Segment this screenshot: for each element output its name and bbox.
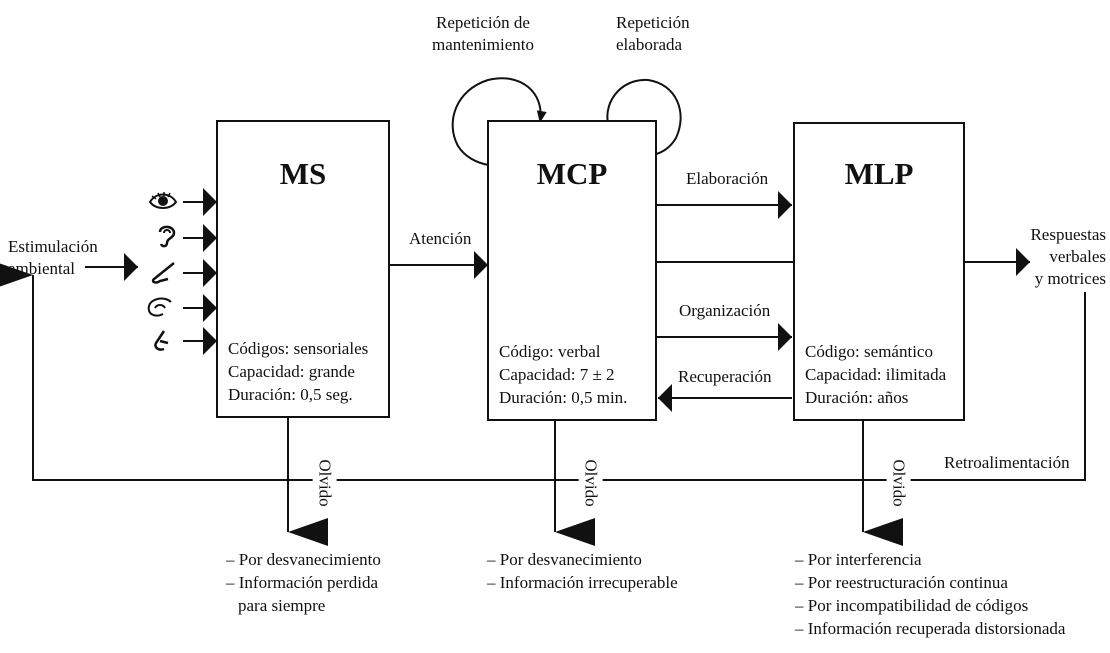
maintenance-label-line2: mantenimiento (432, 35, 534, 54)
feedback-loop (0, 261, 1086, 481)
input-label-line1: Estimulación (8, 237, 98, 256)
list-item: – Información irrecuperable (487, 573, 678, 592)
elaborated-label-line2: elaborada (616, 35, 683, 54)
forgetting-label-ms: Olvido (312, 459, 337, 507)
elaboration-label: Elaboración (686, 169, 769, 188)
ms-duration: Duración: 0,5 seg. (228, 385, 353, 404)
forgetting-list-ms: – Por desvanecimiento – Información perd… (226, 548, 381, 617)
list-item: para siempre (238, 596, 326, 615)
ms-title: MS (279, 156, 327, 191)
eye-icon (148, 192, 178, 209)
list-item: – Información recuperada distorsionada (795, 619, 1066, 638)
output-label: Respuestas verbales y motrices (1000, 224, 1106, 290)
forgetting-list-mcp: – Por desvanecimiento – Información irre… (487, 548, 678, 594)
maintenance-rehearsal-label: Repetición de mantenimiento (418, 12, 548, 56)
ms-info: Códigos: sensoriales Capacidad: grande D… (228, 337, 368, 406)
ear-icon (158, 225, 176, 248)
mcp-duration: Duración: 0,5 min. (499, 388, 628, 407)
output-label-line3: y motrices (1034, 269, 1106, 288)
list-item: – Por desvanecimiento (487, 550, 642, 569)
list-item: – Por interferencia (795, 550, 922, 569)
list-item: – Por desvanecimiento (226, 550, 381, 569)
tongue-icon (154, 330, 169, 351)
mlp-duration: Duración: años (805, 388, 909, 407)
mlp-capacity: Capacidad: ilimitada (805, 365, 947, 384)
organization-label: Organización (679, 301, 771, 320)
output-label-line2: verbales (1049, 247, 1106, 266)
mcp-capacity: Capacidad: 7 ± 2 (499, 365, 615, 384)
hand-icon (147, 297, 172, 317)
list-item: – Información perdida (226, 573, 378, 592)
forgetting-list-mlp: – Por interferencia – Por reestructuraci… (795, 548, 1065, 640)
elaborated-label-line1: Repetición (616, 13, 690, 32)
mcp-box: MCP Código: verbal Capacidad: 7 ± 2 Dura… (487, 120, 657, 421)
nose-icon (151, 262, 175, 284)
attention-label: Atención (409, 229, 472, 248)
maintenance-label-line1: Repetición de (436, 13, 530, 32)
ms-capacity: Capacidad: grande (228, 362, 355, 381)
forgetting-label-mlp: Olvido (886, 459, 911, 507)
mcp-info: Código: verbal Capacidad: 7 ± 2 Duración… (499, 340, 627, 409)
mlp-title: MLP (844, 156, 914, 191)
ms-box: MS Códigos: sensoriales Capacidad: grand… (216, 120, 390, 418)
list-item: – Por incompatibilidad de códigos (795, 596, 1029, 615)
mcp-title: MCP (536, 156, 608, 191)
ms-code: Códigos: sensoriales (228, 339, 369, 358)
list-item: – Por reestructuración continua (795, 573, 1008, 592)
mlp-code: Código: semántico (805, 342, 933, 361)
input-label: Estimulación ambiental (8, 236, 98, 280)
output-label-line1: Respuestas (1030, 225, 1106, 244)
mcp-code: Código: verbal (499, 342, 601, 361)
forgetting-label-mcp: Olvido (578, 459, 603, 507)
input-label-line2: ambiental (8, 259, 76, 278)
maintenance-loop (451, 77, 547, 167)
elaborated-rehearsal-label: Repetición elaborada (616, 12, 690, 56)
mlp-info: Código: semántico Capacidad: ilimitada D… (805, 340, 946, 409)
retrieval-label: Recuperación (678, 367, 772, 386)
mlp-box: MLP Código: semántico Capacidad: ilimita… (793, 122, 965, 421)
feedback-label: Retroalimentación (944, 453, 1070, 472)
